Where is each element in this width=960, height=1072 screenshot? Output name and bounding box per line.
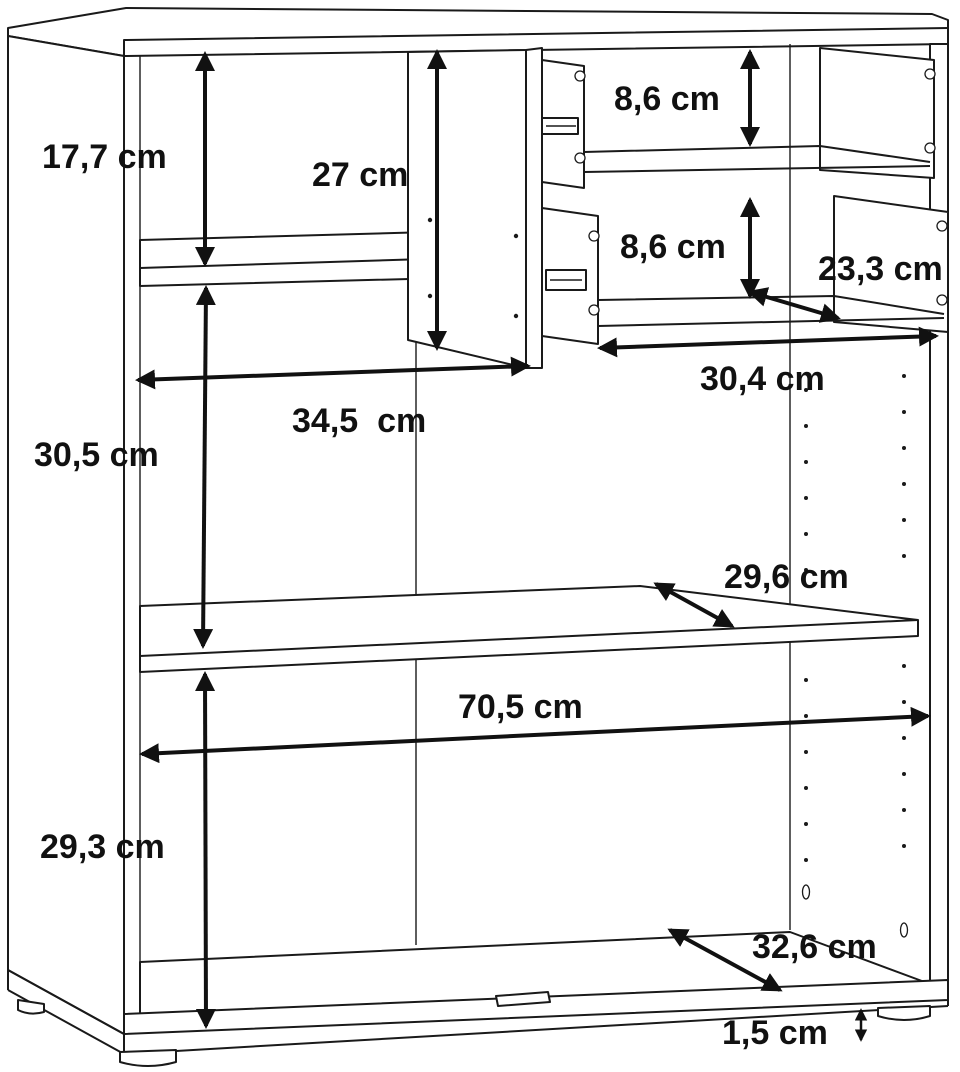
arrow-inner-width (139, 706, 931, 764)
label-upper-shelf-width: 34,5 cm (292, 402, 426, 440)
label-foot-height: 1,5 cm (722, 1014, 828, 1052)
label-middle-compartment-height: 30,5 cm (34, 436, 159, 474)
arrow-middle-compartment-height (193, 285, 216, 649)
middle-shelf (139, 585, 919, 673)
dimension-labels: 17,7 cm 27 cm 8,6 cm 8,6 cm 23,3 cm 30,4… (34, 80, 943, 1052)
shelf-pin-holes (801, 374, 909, 938)
label-top-compartment-height: 17,7 cm (42, 138, 167, 176)
label-drawer2-height: 8,6 cm (620, 228, 726, 266)
drawer-2 (541, 195, 949, 345)
arrow-upper-shelf-width (135, 356, 531, 390)
label-bottom-depth: 32,6 cm (752, 928, 877, 966)
arrow-drawer-depth (747, 287, 841, 323)
label-bottom-compartment-height: 29,3 cm (40, 828, 165, 866)
arrow-shelf-depth (653, 582, 735, 628)
drawer-1 (541, 47, 936, 189)
plinth (123, 979, 949, 1035)
top-panel (7, 7, 949, 57)
label-shelf-depth: 29,6 cm (724, 558, 849, 596)
left-side-panel (7, 35, 125, 1035)
feet (17, 999, 931, 1067)
label-inner-width: 70,5 cm (458, 688, 583, 726)
vertical-divider (407, 47, 543, 369)
label-drawer1-height: 8,6 cm (614, 80, 720, 118)
cabinet-drawing (7, 7, 949, 1067)
label-divider-height: 27 cm (312, 156, 408, 194)
right-side-panel (929, 43, 949, 985)
cable-grommet (495, 991, 551, 1007)
arrow-bottom-depth (667, 928, 783, 992)
label-drawer-width: 30,4 cm (700, 360, 825, 398)
arrow-bottom-compartment-height (195, 671, 216, 1029)
label-drawer-depth: 23,3 cm (818, 250, 943, 288)
dimension-arrows (135, 49, 939, 1042)
arrow-drawer-width (597, 326, 939, 358)
